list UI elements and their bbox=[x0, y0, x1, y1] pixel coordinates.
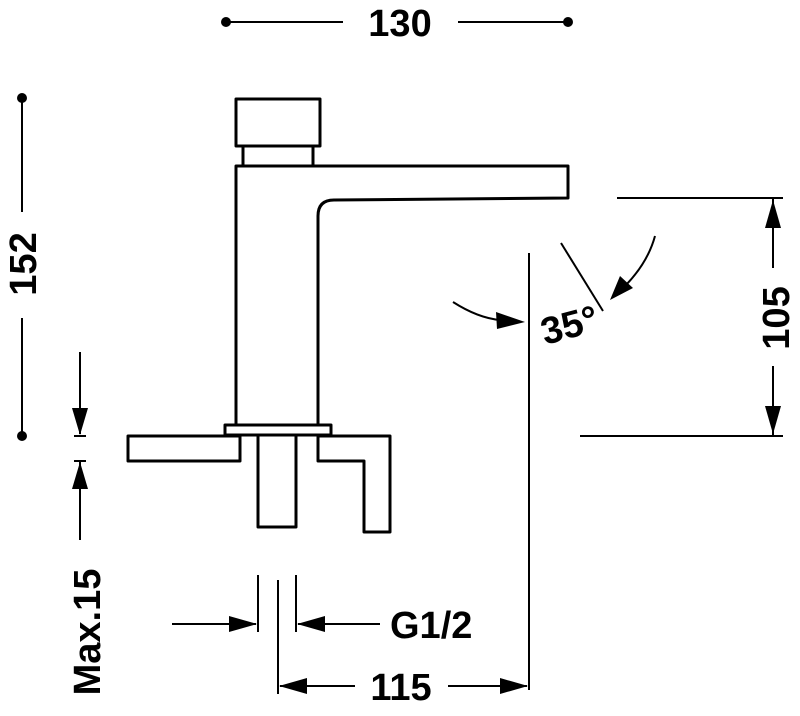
angle-arc-right bbox=[625, 235, 656, 286]
dimension-endpoint-dot bbox=[563, 17, 573, 27]
faucet-body bbox=[223, 97, 570, 529]
thread-label: G1/2 bbox=[390, 605, 472, 647]
angle-label: 35° bbox=[536, 298, 602, 353]
faucet-spout bbox=[234, 164, 570, 427]
countertop-section bbox=[126, 434, 392, 534]
button-collar bbox=[241, 144, 315, 168]
height-label: 152 bbox=[3, 232, 45, 295]
reach-label: 115 bbox=[370, 667, 431, 709]
width-dimension: 130 bbox=[221, 3, 573, 45]
max-thickness-label: Max.15 bbox=[67, 569, 109, 696]
height-dimension: 152 bbox=[3, 93, 45, 441]
arrowhead-right bbox=[500, 678, 528, 694]
angle-arrowhead-right bbox=[610, 276, 633, 300]
dimension-endpoint-dot bbox=[17, 431, 27, 441]
arrowhead-up bbox=[765, 200, 781, 228]
reach-dimension: 115 bbox=[277, 580, 528, 709]
angle-arc-left bbox=[452, 301, 501, 321]
thickness-dimension: Max.15 bbox=[67, 352, 109, 695]
countertop-left bbox=[126, 434, 242, 463]
arrowhead-left bbox=[297, 616, 325, 632]
spout-height-label: 105 bbox=[756, 286, 798, 349]
angle-annotation: 35° bbox=[452, 235, 656, 690]
arrowhead-right bbox=[229, 616, 257, 632]
spout-height-dimension: 105 bbox=[580, 197, 798, 437]
push-button bbox=[234, 97, 322, 148]
thread-dimension: G1/2 bbox=[172, 575, 472, 647]
countertop-right bbox=[316, 434, 392, 534]
threaded-stem bbox=[256, 433, 298, 529]
width-label: 130 bbox=[368, 3, 431, 45]
arrowhead-down bbox=[72, 408, 88, 435]
angle-arrowhead-left bbox=[496, 312, 525, 329]
arrowhead-down bbox=[765, 406, 781, 434]
base-flange bbox=[223, 423, 333, 437]
angle-ray bbox=[560, 242, 604, 312]
arrowhead-left bbox=[279, 678, 307, 694]
